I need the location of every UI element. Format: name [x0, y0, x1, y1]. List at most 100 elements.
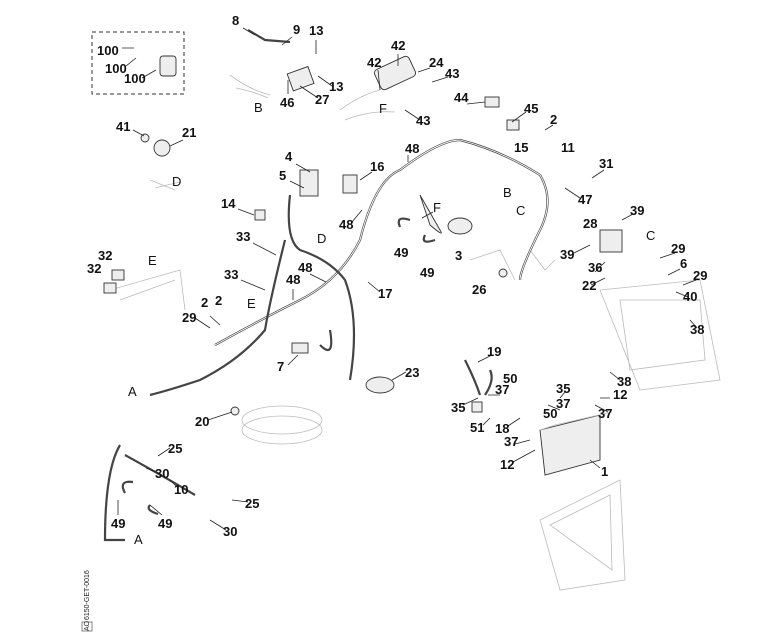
callout-labels: 100 100 100 8 9 13 13 27 46 B 42 24 43 4… [87, 13, 707, 547]
callout-50: 50 [503, 371, 517, 386]
callout-25: 25 [168, 441, 182, 456]
callout-18: 18 [495, 421, 509, 436]
callout-33: 33 [236, 229, 250, 244]
callout-15: 15 [514, 140, 528, 155]
callout-49: 49 [420, 265, 434, 280]
callout-30: 30 [155, 466, 169, 481]
callout-6: 6 [680, 256, 687, 271]
callout-100: 100 [105, 61, 127, 76]
callout-43: 43 [445, 66, 459, 81]
callout-37: 37 [598, 406, 612, 421]
revision-code: AO [84, 620, 91, 631]
callout-23: 23 [405, 365, 419, 380]
callout-35: 35 [451, 400, 465, 415]
callout-D: D [172, 174, 181, 189]
callout-39: 39 [630, 203, 644, 218]
callout-E: E [247, 296, 256, 311]
callout-48: 48 [405, 141, 419, 156]
callout-28: 28 [583, 216, 597, 231]
callout-11: 11 [561, 140, 575, 155]
callout-37: 37 [495, 382, 509, 397]
callout-D: D [317, 231, 326, 246]
callout-F: F [379, 101, 387, 116]
callout-8: 8 [232, 13, 239, 28]
callout-51: 51 [470, 420, 484, 435]
callout-1: 1 [601, 464, 608, 479]
callout-49: 49 [394, 245, 408, 260]
callout-32: 32 [98, 248, 112, 263]
callout-42: 42 [391, 38, 405, 53]
leader-lines [117, 27, 698, 531]
callout-27: 27 [315, 92, 329, 107]
callout-20: 20 [195, 414, 209, 429]
callout-39: 39 [560, 247, 574, 262]
callout-50: 50 [543, 406, 557, 421]
callout-35: 35 [556, 381, 570, 396]
callout-31: 31 [599, 156, 613, 171]
callout-40: 40 [683, 289, 697, 304]
callout-30: 30 [223, 524, 237, 539]
parts [103, 29, 623, 516]
callout-36: 36 [588, 260, 602, 275]
kit-module [159, 55, 177, 77]
callout-33: 33 [224, 267, 238, 282]
callout-48: 48 [286, 272, 300, 287]
callout-38: 38 [617, 374, 631, 389]
callout-44: 44 [454, 90, 469, 105]
drawing-code: 6150-GET-0016 [84, 570, 91, 620]
callout-100: 100 [97, 43, 119, 58]
callout-A: A [134, 532, 143, 547]
callout-9: 9 [293, 22, 300, 37]
callout-2: 2 [201, 295, 208, 310]
callout-A: A [128, 384, 137, 399]
callout-13: 13 [329, 79, 343, 94]
callout-12: 12 [613, 387, 627, 402]
callout-29: 29 [671, 241, 685, 256]
callout-3: 3 [455, 248, 462, 263]
wiring-harness [103, 138, 549, 542]
callout-B: B [254, 100, 263, 115]
callout-49: 49 [111, 516, 125, 531]
callout-48: 48 [298, 260, 312, 275]
revision-box [81, 621, 93, 632]
callout-C: C [516, 203, 525, 218]
callout-24: 24 [429, 55, 444, 70]
callout-38: 38 [690, 322, 704, 337]
callout-100: 100 [124, 71, 146, 86]
callout-26: 26 [472, 282, 486, 297]
optional-kit-box [91, 31, 185, 95]
callout-7: 7 [277, 359, 284, 374]
callout-14: 14 [221, 196, 236, 211]
callout-17: 17 [378, 286, 392, 301]
callout-41: 41 [116, 119, 130, 134]
callout-13: 13 [309, 23, 323, 38]
callout-29: 29 [693, 268, 707, 283]
callout-25: 25 [245, 496, 259, 511]
callout-49: 49 [158, 516, 172, 531]
callout-E: E [148, 253, 157, 268]
callout-32: 32 [87, 261, 101, 276]
callout-22: 22 [582, 278, 596, 293]
callout-45: 45 [524, 101, 538, 116]
callout-37: 37 [556, 396, 570, 411]
frame-outlines [109, 74, 721, 591]
callout-16: 16 [370, 159, 384, 174]
callout-37: 37 [504, 434, 518, 449]
callout-12: 12 [500, 457, 514, 472]
callout-F: F [433, 200, 441, 215]
callout-42: 42 [367, 55, 381, 70]
callout-2: 2 [550, 112, 557, 127]
callout-2: 2 [215, 293, 222, 308]
callout-46: 46 [280, 95, 294, 110]
callout-29: 29 [182, 310, 196, 325]
callout-4: 4 [285, 149, 293, 164]
callout-C: C [646, 228, 655, 243]
callout-19: 19 [487, 344, 501, 359]
callout-B: B [503, 185, 512, 200]
callout-47: 47 [578, 192, 592, 207]
callout-43: 43 [416, 113, 430, 128]
callout-5: 5 [279, 168, 286, 183]
callout-48: 48 [339, 217, 353, 232]
